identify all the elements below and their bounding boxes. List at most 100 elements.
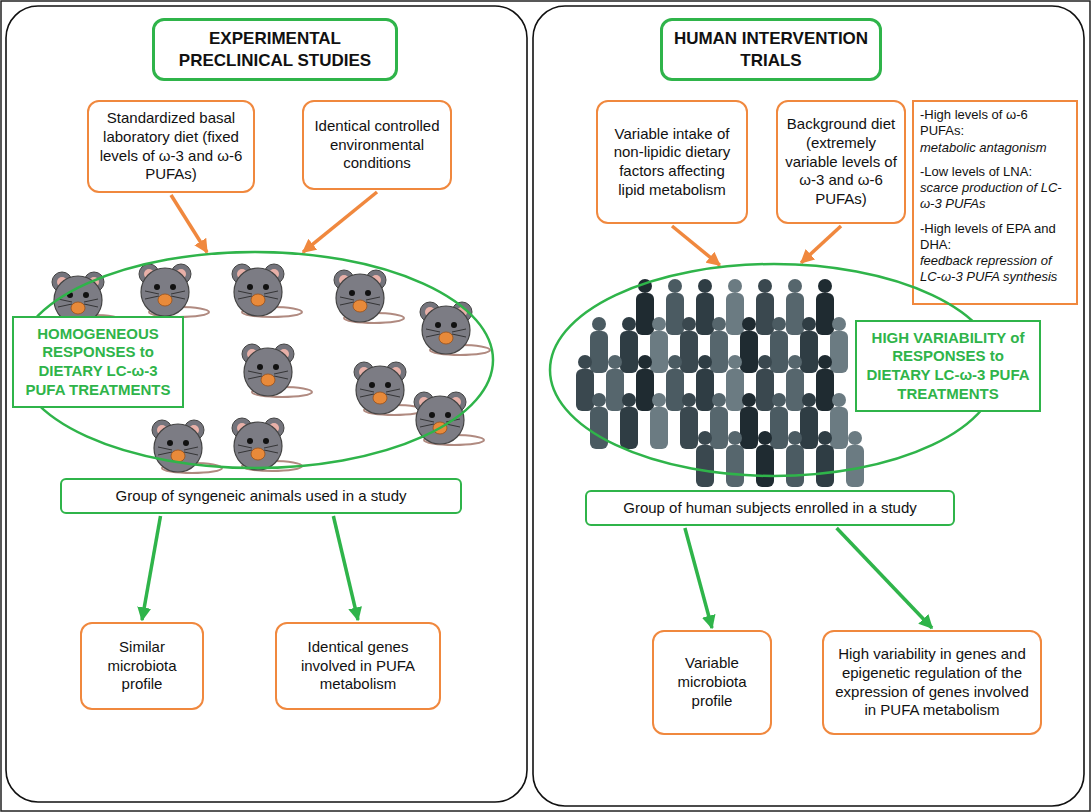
- art-shape: [666, 369, 684, 411]
- text-wrap: Group of human subjects enrolled in a st…: [595, 499, 945, 517]
- mouse-figure: [334, 270, 404, 323]
- art-shape: [742, 317, 756, 331]
- art-shape: [728, 355, 742, 369]
- flow-arrow: [837, 528, 932, 628]
- art-shape: [698, 279, 712, 293]
- person-figure: [710, 317, 728, 373]
- art-shape: [726, 293, 744, 335]
- text-wrap: -High levels of ω-6 PUFAs:metabolic anta…: [920, 107, 1070, 294]
- person-figure: [696, 355, 714, 411]
- art-shape: [756, 293, 774, 335]
- art-shape: [158, 447, 198, 455]
- art-shape: [422, 306, 470, 354]
- art-shape: [369, 382, 375, 388]
- person-figure: [816, 431, 834, 487]
- flow-arrow: [672, 226, 720, 265]
- person-figure: [726, 279, 744, 335]
- note-box: -High levels of ω-6 PUFAs:metabolic anta…: [912, 100, 1078, 305]
- art-shape: [680, 407, 698, 449]
- box-label: Similar microbiota profile: [88, 638, 196, 694]
- art-shape: [340, 297, 380, 305]
- art-shape: [234, 268, 282, 316]
- text-wrap: Identical controlled environmental condi…: [310, 117, 444, 173]
- art-shape: [353, 300, 367, 312]
- response-box: HIGH VARIABILITY of RESPONSES to DIETARY…: [855, 320, 1041, 412]
- art-shape: [696, 445, 714, 487]
- art-shape: [385, 382, 391, 388]
- art-shape: [758, 279, 772, 293]
- art-shape: [848, 431, 862, 445]
- note-item: -High levels of ω-6 PUFAs:: [920, 107, 1070, 140]
- art-shape: [696, 293, 714, 335]
- flow-arrow: [801, 226, 841, 263]
- person-figure: [770, 393, 788, 449]
- art-shape: [696, 369, 714, 411]
- mouse-figure: [420, 302, 490, 355]
- text-wrap: High variability in genes and epigenetic…: [830, 645, 1034, 720]
- art-shape: [668, 279, 682, 293]
- art-shape: [786, 369, 804, 411]
- art-shape: [728, 431, 742, 445]
- art-shape: [349, 290, 355, 296]
- art-shape: [590, 407, 608, 449]
- factor-box: Identical genes involved in PUFA metabol…: [275, 622, 441, 710]
- art-shape: [742, 393, 756, 407]
- art-shape: [592, 393, 606, 407]
- art-shape: [846, 445, 864, 487]
- art-shape: [248, 371, 288, 379]
- person-figure: [696, 279, 714, 335]
- art-shape: [360, 389, 400, 397]
- factor-box: High variability in genes and epigenetic…: [822, 630, 1042, 735]
- person-figure: [786, 279, 804, 335]
- person-figure: [620, 317, 638, 373]
- art-shape: [620, 331, 638, 373]
- art-shape: [620, 407, 638, 449]
- group-box: Group of syngeneic animals used in a stu…: [60, 478, 462, 514]
- art-shape: [816, 293, 834, 335]
- person-figure: [816, 355, 834, 411]
- art-shape: [590, 331, 608, 373]
- art-shape: [58, 299, 98, 307]
- art-shape: [740, 407, 758, 449]
- art-shape: [788, 355, 802, 369]
- person-figure: [606, 355, 624, 411]
- person-figure: [590, 317, 608, 373]
- art-shape: [373, 392, 387, 404]
- art-shape: [710, 331, 728, 373]
- art-shape: [622, 393, 636, 407]
- text-wrap: Similar microbiota profile: [88, 638, 196, 694]
- art-shape: [802, 317, 816, 331]
- art-shape: [726, 369, 744, 411]
- art-shape: [154, 284, 160, 290]
- factor-box: Background diet (extremely variable leve…: [776, 100, 906, 224]
- person-figure: [636, 355, 654, 411]
- population-ellipse: HIGH VARIABILITY of RESPONSES to DIETARY…: [548, 262, 1000, 478]
- factor-box: Similar microbiota profile: [80, 622, 204, 710]
- art-shape: [576, 369, 594, 411]
- box-label: Identical genes involved in PUFA metabol…: [283, 638, 433, 694]
- art-shape: [816, 369, 834, 411]
- art-shape: [772, 393, 786, 407]
- people-illustration: [576, 279, 864, 487]
- right-panel: [533, 6, 1084, 806]
- art-shape: [244, 348, 292, 396]
- person-figure: [800, 393, 818, 449]
- art-shape: [830, 407, 848, 449]
- person-figure: [726, 355, 744, 411]
- text-wrap: Group of syngeneic animals used in a stu…: [70, 487, 452, 505]
- person-figure: [786, 431, 804, 487]
- person-figure: [666, 355, 684, 411]
- art-shape: [261, 374, 275, 386]
- person-figure: [756, 431, 774, 487]
- art-shape: [71, 302, 85, 314]
- study-title-box: HUMAN INTERVENTION TRIALS: [660, 18, 882, 81]
- art-shape: [247, 438, 253, 444]
- factor-box: Variable intake of non-lipidic dietary f…: [596, 100, 748, 224]
- box-label: Variable microbiota profile: [660, 654, 764, 710]
- factor-box: Standardized basal laboratory diet (fixe…: [87, 100, 255, 193]
- mouse-figure: [139, 264, 209, 317]
- art-shape: [435, 322, 441, 328]
- art-shape: [251, 448, 265, 460]
- text-wrap: Identical genes involved in PUFA metabol…: [283, 638, 433, 694]
